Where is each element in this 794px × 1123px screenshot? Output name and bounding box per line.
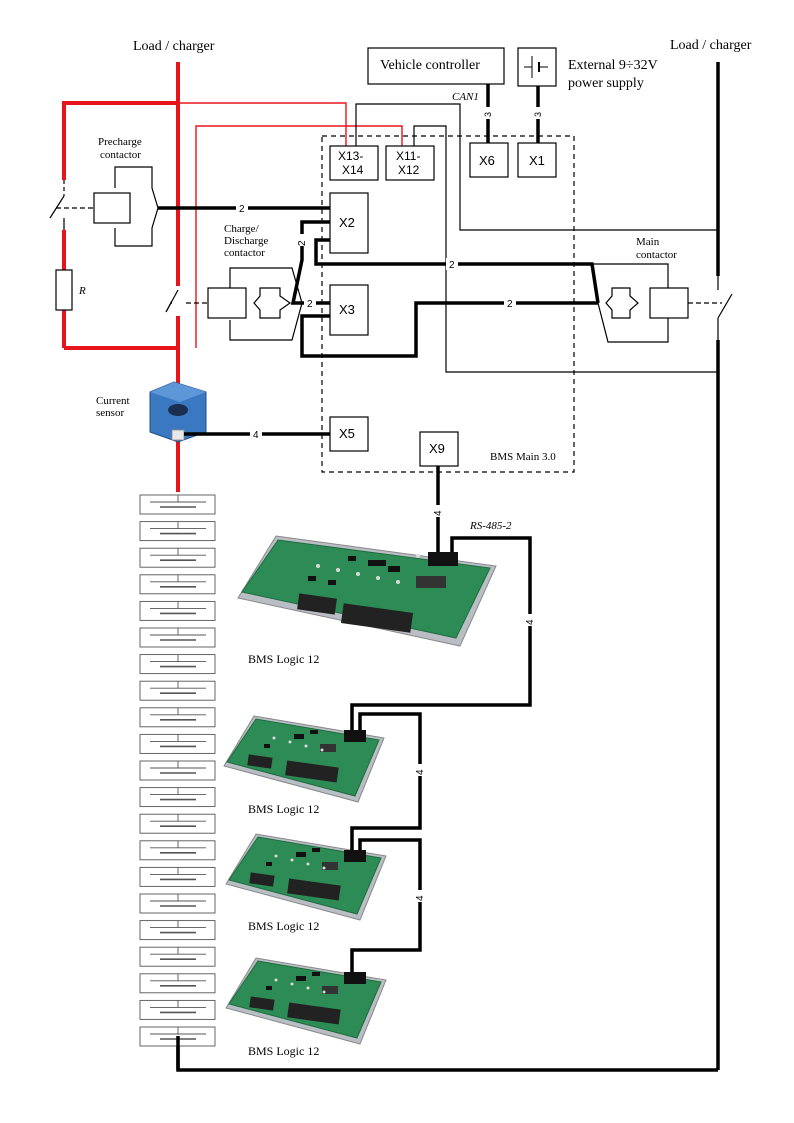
battery-cell bbox=[139, 973, 216, 994]
battery-cell bbox=[139, 760, 216, 781]
sense-lines bbox=[355, 103, 718, 373]
rs485-cables bbox=[350, 466, 532, 976]
main-switch bbox=[688, 276, 733, 340]
chg-label-3: contactor bbox=[224, 247, 265, 259]
battery-cell bbox=[139, 999, 216, 1020]
battery-cell bbox=[139, 600, 216, 621]
connector-x13-x14: X13- X14 bbox=[329, 145, 379, 181]
bms-logic-board-4 bbox=[225, 957, 387, 1045]
main-label-1: Main bbox=[636, 236, 660, 248]
svg-text:X3: X3 bbox=[339, 302, 355, 317]
bms-logic-label-3: BMS Logic 12 bbox=[248, 919, 319, 933]
svg-text:4: 4 bbox=[525, 619, 536, 625]
bms-logic-label-2: BMS Logic 12 bbox=[248, 802, 319, 816]
power-supply-icon bbox=[517, 47, 557, 87]
connector-x2: X2 bbox=[329, 192, 369, 254]
svg-text:X6: X6 bbox=[479, 153, 495, 168]
battery-cell bbox=[139, 547, 216, 568]
svg-text:X13-: X13- bbox=[338, 149, 363, 163]
connector-x3: X3 bbox=[329, 284, 369, 336]
current-sensor-label-1: Current bbox=[96, 395, 130, 407]
precharge-label-1: Precharge bbox=[98, 136, 142, 148]
sensor-wire-count: 4 bbox=[253, 430, 259, 441]
vehicle-controller: Vehicle controller bbox=[367, 47, 505, 85]
battery-cell bbox=[139, 920, 216, 941]
svg-text:Vehicle controller: Vehicle controller bbox=[380, 58, 480, 73]
precharge-contactor bbox=[93, 166, 159, 247]
battery-cell bbox=[139, 787, 216, 808]
battery-cell bbox=[139, 946, 216, 967]
battery-cell bbox=[139, 840, 216, 861]
current-sensor-icon bbox=[149, 381, 207, 443]
rs485-wire-counts: 4 4 4 4 bbox=[414, 505, 536, 902]
battery-cell bbox=[139, 574, 216, 595]
current-sensor-label-2: sensor bbox=[96, 407, 124, 419]
battery-cell bbox=[139, 707, 216, 728]
connector-x1: X1 bbox=[517, 142, 557, 178]
battery-cell bbox=[139, 494, 216, 515]
svg-text:X5: X5 bbox=[339, 426, 355, 441]
connector-x9: X9 bbox=[419, 431, 459, 467]
bms-logic-label-1: BMS Logic 12 bbox=[248, 652, 319, 666]
battery-stack bbox=[139, 494, 216, 1047]
battery-cell bbox=[139, 893, 216, 914]
battery-cell bbox=[139, 521, 216, 542]
wire-count-labels: 2 2 2 2 2 bbox=[236, 202, 516, 310]
main-label-2: contactor bbox=[636, 249, 677, 261]
charge-discharge-contactor bbox=[207, 267, 303, 341]
load-charger-left: Load / charger bbox=[133, 39, 215, 54]
svg-text:4: 4 bbox=[433, 510, 444, 516]
battery-cell bbox=[139, 866, 216, 887]
connector-x6: X6 bbox=[469, 142, 509, 178]
ext-power-label-1: External 9÷32V bbox=[568, 58, 658, 73]
bms-main-label: BMS Main 3.0 bbox=[490, 451, 556, 463]
bms-logic-board-3 bbox=[225, 833, 387, 921]
rs485-label: RS-485-2 bbox=[469, 520, 512, 532]
power-wire-count: 3 bbox=[533, 112, 543, 117]
precharge-label-2: contactor bbox=[100, 149, 141, 161]
battery-cell bbox=[139, 813, 216, 834]
svg-text:2: 2 bbox=[449, 260, 455, 271]
can1-wire-count: 3 bbox=[483, 112, 493, 117]
svg-text:X14: X14 bbox=[342, 163, 364, 177]
svg-text:4: 4 bbox=[415, 895, 426, 901]
svg-text:2: 2 bbox=[307, 299, 313, 310]
battery-cell bbox=[139, 733, 216, 754]
svg-text:X12: X12 bbox=[398, 163, 420, 177]
bms-logic-label-4: BMS Logic 12 bbox=[248, 1044, 319, 1058]
chg-label-1: Charge/ bbox=[224, 223, 260, 235]
svg-text:X2: X2 bbox=[339, 215, 355, 230]
chg-label-2: Discharge bbox=[224, 235, 269, 247]
svg-text:2: 2 bbox=[297, 240, 308, 246]
svg-text:2: 2 bbox=[239, 204, 245, 215]
svg-text:X9: X9 bbox=[429, 441, 445, 456]
board-headers bbox=[344, 552, 458, 984]
battery-cell bbox=[139, 654, 216, 675]
svg-text:2: 2 bbox=[507, 299, 513, 310]
svg-text:X1: X1 bbox=[529, 153, 545, 168]
can1-label: CAN1 bbox=[452, 91, 479, 103]
main-contactor bbox=[592, 263, 689, 343]
battery-cell bbox=[139, 680, 216, 701]
battery-cell bbox=[139, 627, 216, 648]
connector-x5: X5 bbox=[329, 416, 369, 452]
load-charger-right: Load / charger bbox=[670, 38, 752, 53]
svg-text:X11-: X11- bbox=[396, 149, 420, 163]
resistor-label: R bbox=[78, 285, 86, 297]
can-power-cables bbox=[486, 84, 540, 143]
resistor bbox=[55, 269, 73, 311]
svg-text:4: 4 bbox=[415, 769, 426, 775]
precharge-switch bbox=[49, 180, 94, 230]
connector-x11-x12: X11- X12 bbox=[385, 145, 435, 181]
ext-power-label-2: power supply bbox=[568, 76, 644, 91]
